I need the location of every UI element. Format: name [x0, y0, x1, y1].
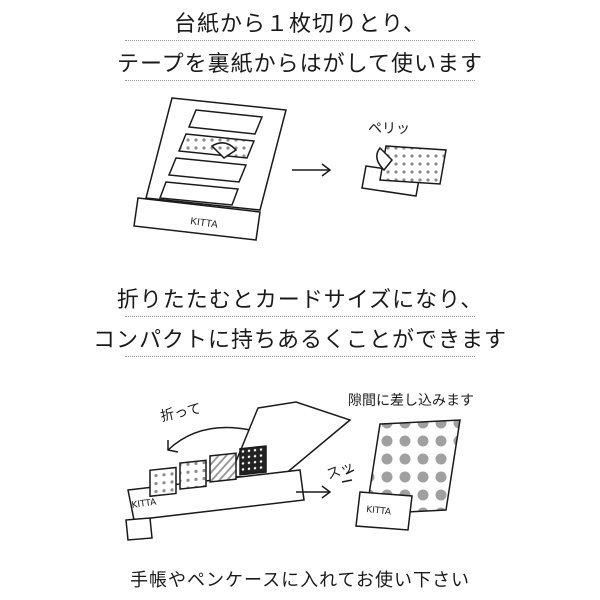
divider — [125, 40, 475, 41]
tape-card — [133, 97, 287, 241]
fold-arrow-icon — [167, 426, 251, 453]
footer-text: 手帳やペンケースに入れてお使い下さい — [129, 570, 471, 591]
divider — [125, 80, 475, 81]
heading-line-4: コンパクトに持ちあるくことができます — [92, 328, 507, 353]
peeled-tape — [361, 145, 447, 197]
brand-text: KITTA — [366, 505, 393, 518]
brand-text: KITTA — [131, 497, 158, 510]
motion-lines — [341, 469, 355, 483]
brand-text: KITTA — [190, 216, 219, 231]
heading-line-2: テープを裏紙からはがして使います — [116, 52, 484, 77]
heading-line-3: 折りたたむとカードサイズになり、 — [116, 288, 484, 313]
heading-line-1: 台紙から１枚切りとり、 — [173, 12, 427, 37]
arrow-right-icon — [292, 163, 332, 177]
divider — [125, 356, 475, 357]
inserted-card — [355, 419, 461, 531]
insert-label: 隙間に差し込みます — [348, 393, 474, 409]
folded-card — [125, 401, 352, 541]
arrow-right-icon — [296, 485, 332, 499]
divider — [125, 316, 475, 317]
peel-label: ペリッ — [368, 121, 410, 137]
